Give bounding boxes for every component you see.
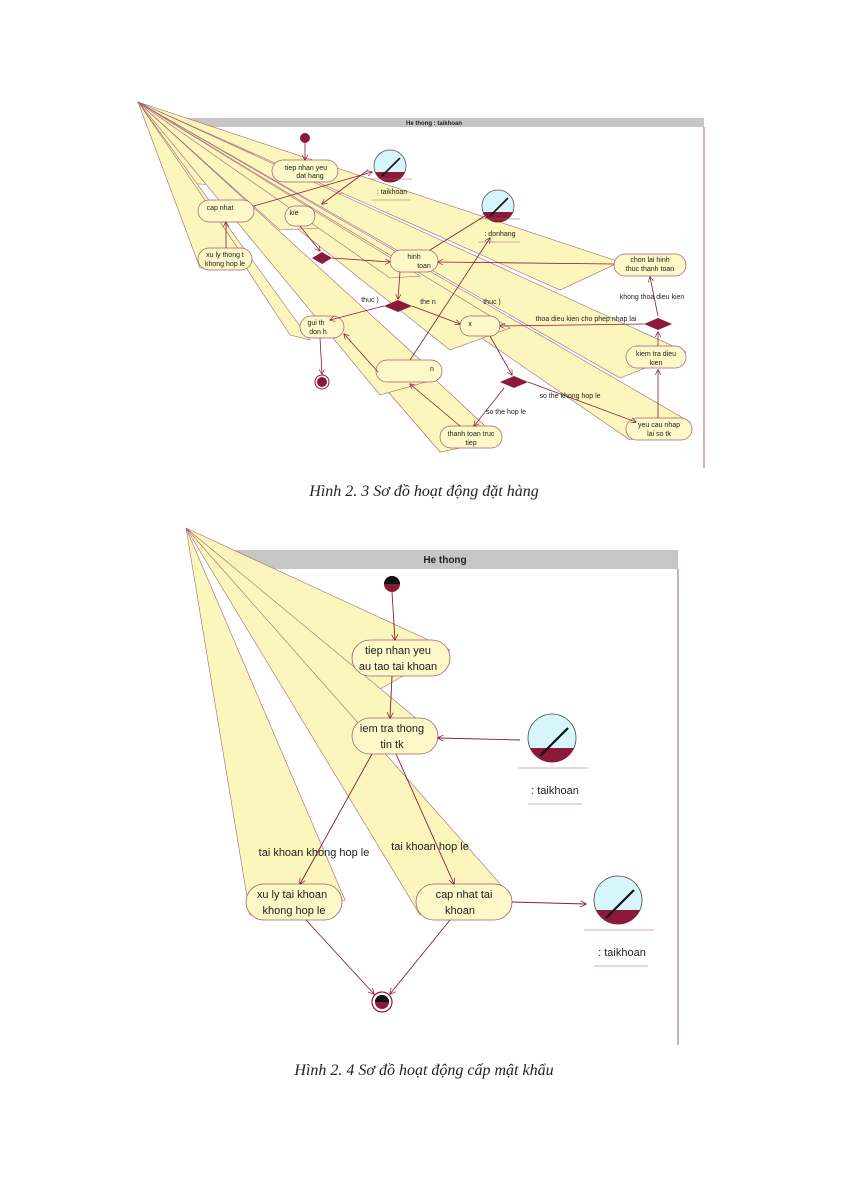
svg-text:au tao tai khoan: au tao tai khoan [359,661,437,673]
svg-text:iem tra thong: iem tra thong [360,723,424,735]
svg-text:so the hop le: so the hop le [486,409,526,416]
figure-caption-1: Hình 2. 3 Sơ đồ hoạt động đặt hàng [309,483,539,500]
svg-text:kien: kien [650,360,663,367]
activity-kiem-tra-2: iem tra thong tin tk [351,717,439,755]
decision-3 [500,376,528,388]
svg-text:don h: don h [309,329,327,336]
activity-chon-hinh-thuc: hinh toan [389,249,439,273]
activity-cap-nhat-2: cap nhat tai khoan [415,883,513,921]
svg-text:khong thoa dieu kien: khong thoa dieu kien [620,294,685,301]
svg-text:tai khoan khong hop le: tai khoan khong hop le [259,847,370,859]
object-taikhoan-2a: : taikhoan [518,713,588,805]
diagram-order-activity: He thong : taikhoan tiep nhan yeu dat ha… [137,101,705,468]
svg-text:x: x [468,321,472,328]
activity-x: x [459,315,501,337]
svg-text:thoa dieu kien cho phep nhap l: thoa dieu kien cho phep nhap lai [536,316,637,323]
svg-text:tiep: tiep [465,440,476,447]
highlight-beams-2 [185,527,511,916]
activity-yeu-cau-nhap-lai: yeu cau nhap lai so tk [625,417,693,441]
decision-2 [384,300,412,312]
svg-text:hinh: hinh [407,254,420,261]
svg-text:xu ly thong t: xu ly thong t [206,252,244,259]
svg-text:: taikhoan: : taikhoan [598,947,646,959]
svg-text:tai khoan hop le: tai khoan hop le [391,841,469,853]
activity-xu-ly-2: xu ly tai khoan khong hop le [245,883,343,921]
highlight-beams [137,101,691,453]
activity-xu-ly: xu ly thong t khong hop le [197,247,253,271]
start-node [300,133,310,143]
svg-text:the n: the n [420,299,436,306]
svg-text:chon lai hinh: chon lai hinh [630,257,669,264]
svg-text:thuc ): thuc ) [361,297,379,304]
svg-text:: taikhoan: : taikhoan [377,189,407,196]
end-node [314,374,330,390]
svg-text:dat hang: dat hang [296,173,323,180]
start-node-2 [384,576,400,592]
swimlane-title: He thong : taikhoan [406,121,462,127]
svg-text:toan: toan [417,263,431,270]
decision-4 [644,318,672,330]
svg-text:tiep nhan yeu: tiep nhan yeu [365,645,431,657]
transitions-1 [226,143,658,426]
svg-text:kiem tra dieu: kiem tra dieu [636,351,676,358]
svg-text:gui th: gui th [307,320,324,327]
svg-text:: donhang: : donhang [484,231,515,238]
svg-text:thuc thanh toan: thuc thanh toan [626,266,674,273]
svg-text:khoan: khoan [445,905,475,917]
activity-kiem-tra-dieu-kien: kiem tra dieu kien [625,345,687,369]
activity-chon-lai: chon lai hinh thuc thanh toan [613,253,687,277]
guard-labels-2: tai khoan khong hop le tai khoan hop le [259,841,469,859]
activity-thanh-toan-truc-tiep: thanh toan truc tiep [439,425,503,449]
transitions-2 [300,591,586,994]
svg-text:thanh toan truc: thanh toan truc [448,431,495,438]
swimlane-title-2: He thong [423,555,466,566]
end-node-2 [371,991,393,1013]
figure-caption-2: Hình 2. 4 Sơ đồ hoạt động cấp mật khẩu [294,1062,554,1079]
svg-text:xu ly tai khoan: xu ly tai khoan [257,889,327,901]
object-taikhoan-2b: : taikhoan [584,875,654,967]
svg-text:khong hop le: khong hop le [205,261,245,268]
activity-cap-nhat: cap nhat [197,199,255,223]
guard-labels-1: khong thoa dieu kien thoa dieu kien cho … [361,294,684,416]
svg-text:tiep nhan yeu: tiep nhan yeu [285,165,327,172]
svg-text:khong hop le: khong hop le [263,905,326,917]
svg-text:so the khong hop le: so the khong hop le [539,393,600,400]
svg-text:tin tk: tin tk [380,739,404,751]
svg-text:: taikhoan: : taikhoan [531,785,579,797]
swimlane-header [164,118,704,127]
svg-text:cap nhat tai: cap nhat tai [436,889,493,901]
activity-gui-don: gui th don h [299,315,345,339]
svg-text:cap nhat: cap nhat [207,205,234,212]
object-taikhoan: : taikhoan [370,149,412,201]
activity-kiem-tra-thong-tin: kie [284,205,316,227]
activity-mid: n [375,359,443,383]
svg-text:n: n [430,366,434,373]
svg-text:thuc ): thuc ) [483,299,501,306]
svg-text:kie: kie [290,210,299,217]
swimlane-header-2 [212,550,678,569]
svg-text:yeu cau nhap: yeu cau nhap [638,422,680,429]
decision-1 [312,252,332,264]
svg-text:lai so tk: lai so tk [647,431,671,438]
activity-tiep-nhan: tiep nhan yeu dat hang [271,159,339,183]
object-donhang: : donhang [478,189,520,243]
activity-tiep-nhan-2: tiep nhan yeu au tao tai khoan [351,639,451,677]
diagram-password-activity: He thong tiep nhan yeu au tao tai khoan … [185,527,679,1045]
